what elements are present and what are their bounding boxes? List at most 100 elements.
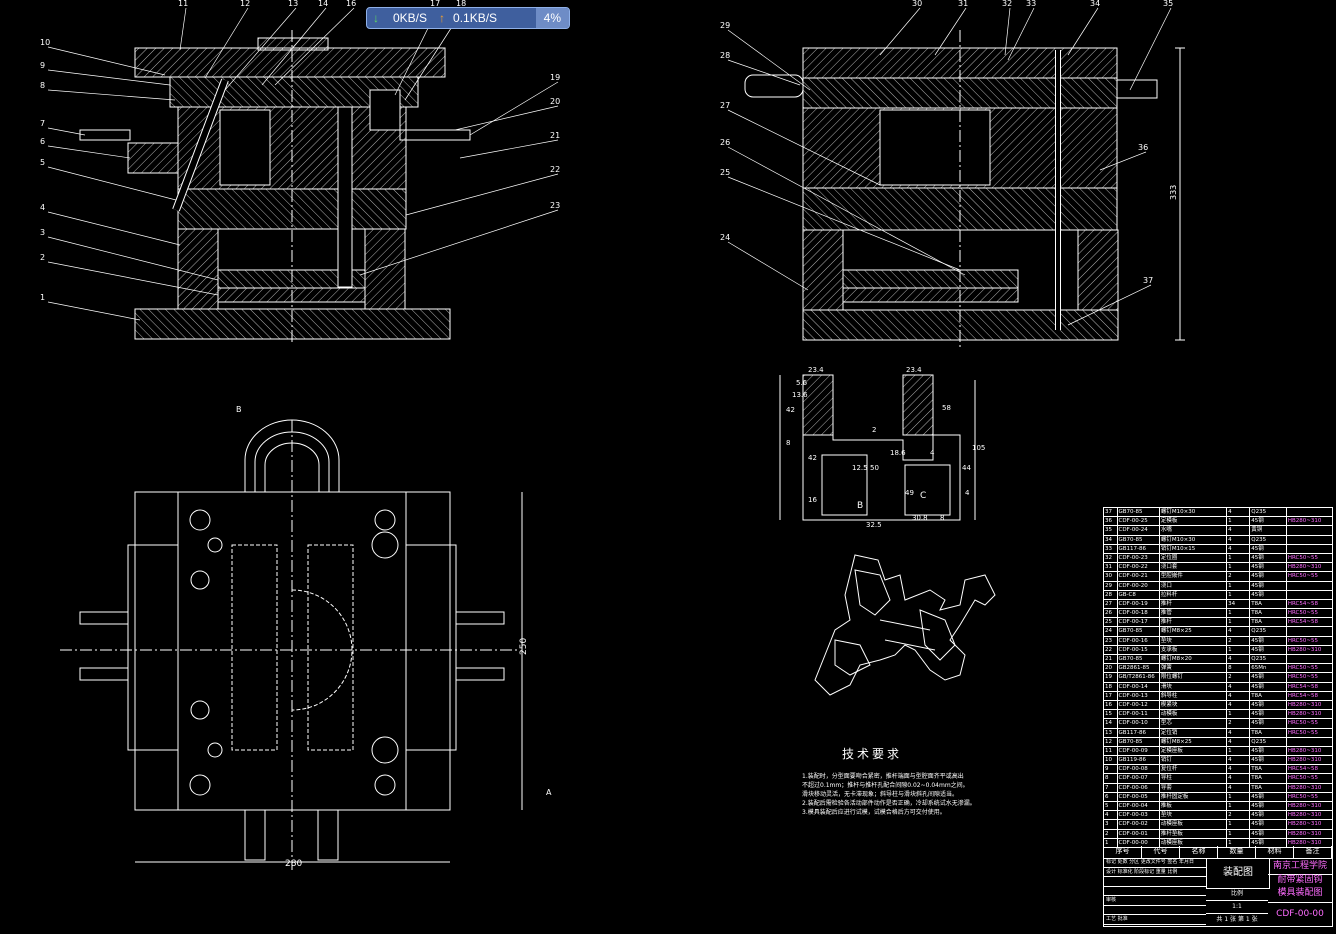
- bom-cell: HRC54~58: [1287, 600, 1318, 607]
- network-speed-widget[interactable]: ↓ 0KB/S ↑ 0.1KB/S 4%: [366, 7, 570, 29]
- bom-cell: 34: [1227, 599, 1251, 609]
- part-name-line1: 耐带紧固钩: [1277, 875, 1323, 885]
- callout-25: 25: [720, 168, 730, 177]
- part-dim: 4: [965, 489, 970, 497]
- bom-cell: 4: [1227, 691, 1251, 700]
- bom-cell: [1287, 582, 1332, 590]
- bom-cell: 45钢: [1250, 811, 1287, 820]
- bom-cell: 11: [1104, 746, 1118, 756]
- leader-line: [727, 59, 801, 86]
- bom-cell: 4: [1227, 737, 1251, 746]
- bom-cell: CDF-00-14: [1118, 682, 1160, 691]
- leader-line: [454, 105, 559, 131]
- bom-cell: HB280~310: [1287, 812, 1322, 819]
- upload-speed: 0.1KB/S: [453, 11, 498, 25]
- sign-row: 标记 处数 分区 更改文件号 签名 年月日: [1104, 858, 1206, 868]
- bom-cell: 8: [1104, 774, 1118, 783]
- bom-cell: 1: [1227, 553, 1251, 563]
- bom-header-cell: 备注: [1294, 846, 1332, 858]
- bom-cell: 65Mn: [1250, 664, 1287, 673]
- bom-cell: 浇口套: [1160, 563, 1228, 572]
- sign-row: 工艺 批准: [1104, 915, 1206, 925]
- drawing-title: 装配图: [1206, 858, 1270, 889]
- bom-cell: CDF-00-07: [1118, 774, 1160, 783]
- callout-9: 9: [40, 61, 45, 70]
- bom-cell: 1: [1227, 590, 1251, 599]
- bom-cell: HB280~310: [1287, 564, 1322, 571]
- bom-cell: 2: [1227, 572, 1251, 581]
- leader-line: [1067, 284, 1152, 326]
- bom-cell: HRC54~58: [1287, 619, 1318, 626]
- bom-cell: 24: [1104, 627, 1118, 636]
- callout-8: 8: [40, 81, 45, 90]
- bom-cell: 45钢: [1250, 517, 1287, 526]
- bom-cell: 45钢: [1250, 802, 1287, 811]
- section-view-left: [79, 30, 471, 345]
- bom-cell: HRC50~55: [1287, 793, 1318, 800]
- part-dim: 105: [972, 444, 985, 452]
- bom-cell: GB70-85: [1118, 655, 1160, 664]
- bom-cell: 螺钉M8×25: [1160, 627, 1228, 636]
- bom-cell: 29: [1104, 581, 1118, 590]
- bom-cell: CDF-00-00: [1118, 838, 1160, 847]
- bom-cell: 18: [1104, 682, 1118, 691]
- scale-value: 1:1: [1206, 901, 1268, 914]
- bom-cell: 19: [1104, 673, 1118, 682]
- bom-cell: 45钢: [1250, 645, 1287, 654]
- technical-requirements: 技术要求 1.装配时，分型面要吻合紧密，推杆端面与型腔面齐平或高出 不超过0.1…: [802, 745, 1002, 817]
- bom-cell: 推杆垫板: [1160, 829, 1228, 838]
- bom-cell: HRC50~55: [1287, 775, 1318, 782]
- bom-cell: 45钢: [1250, 820, 1287, 829]
- sign-row: [1104, 906, 1206, 915]
- bom-cell: 17: [1104, 691, 1118, 700]
- bom-cell: 垫块: [1160, 636, 1228, 645]
- leader-line: [47, 145, 131, 159]
- bom-header: 序号代号名称数量材料备注: [1104, 846, 1332, 859]
- bom-cell: HRC54~58: [1287, 683, 1318, 690]
- bom-cell: 4: [1104, 811, 1118, 820]
- bom-cell: 25: [1104, 618, 1118, 627]
- dim-280: 280: [285, 859, 302, 869]
- bom-cell: [1287, 545, 1332, 553]
- bom-cell: 45钢: [1250, 544, 1287, 553]
- bom-cell: 35: [1104, 526, 1118, 535]
- callout-29: 29: [720, 21, 730, 30]
- bom-cell: GB117-86: [1118, 544, 1160, 553]
- bom-cell: 34: [1104, 535, 1118, 544]
- isometric-view: [814, 554, 996, 696]
- bom-cell: 45钢: [1250, 838, 1287, 847]
- leader-line: [879, 7, 921, 56]
- part-dim: 8: [786, 439, 790, 447]
- bom-cell: 4: [1227, 508, 1251, 517]
- bom-cell: HB280~310: [1287, 701, 1322, 708]
- sheet-info: 共 1 张 第 1 张: [1206, 914, 1268, 927]
- bom-cell: 30: [1104, 572, 1118, 581]
- bom-cell: HB280~310: [1287, 821, 1322, 828]
- dim-250: 250: [519, 638, 529, 655]
- leader-line: [1004, 7, 1011, 56]
- bom-cell: 22: [1104, 645, 1118, 654]
- callout-10: 10: [40, 38, 50, 47]
- tech-item: 不超过0.1mm；推杆与推杆孔配合间隙0.02~0.04mm之间。: [802, 782, 969, 789]
- callout-4: 4: [40, 203, 45, 212]
- bom-cell: CDF-00-25: [1118, 517, 1160, 526]
- bom-cell: GB70-85: [1118, 627, 1160, 636]
- bom-cell: 14: [1104, 719, 1118, 728]
- part-dim: 50: [870, 464, 879, 472]
- bom-cell: 3: [1104, 820, 1118, 829]
- callout-34: 34: [1090, 0, 1100, 8]
- callout-32: 32: [1002, 0, 1012, 8]
- bom-cell: 1: [1227, 802, 1251, 811]
